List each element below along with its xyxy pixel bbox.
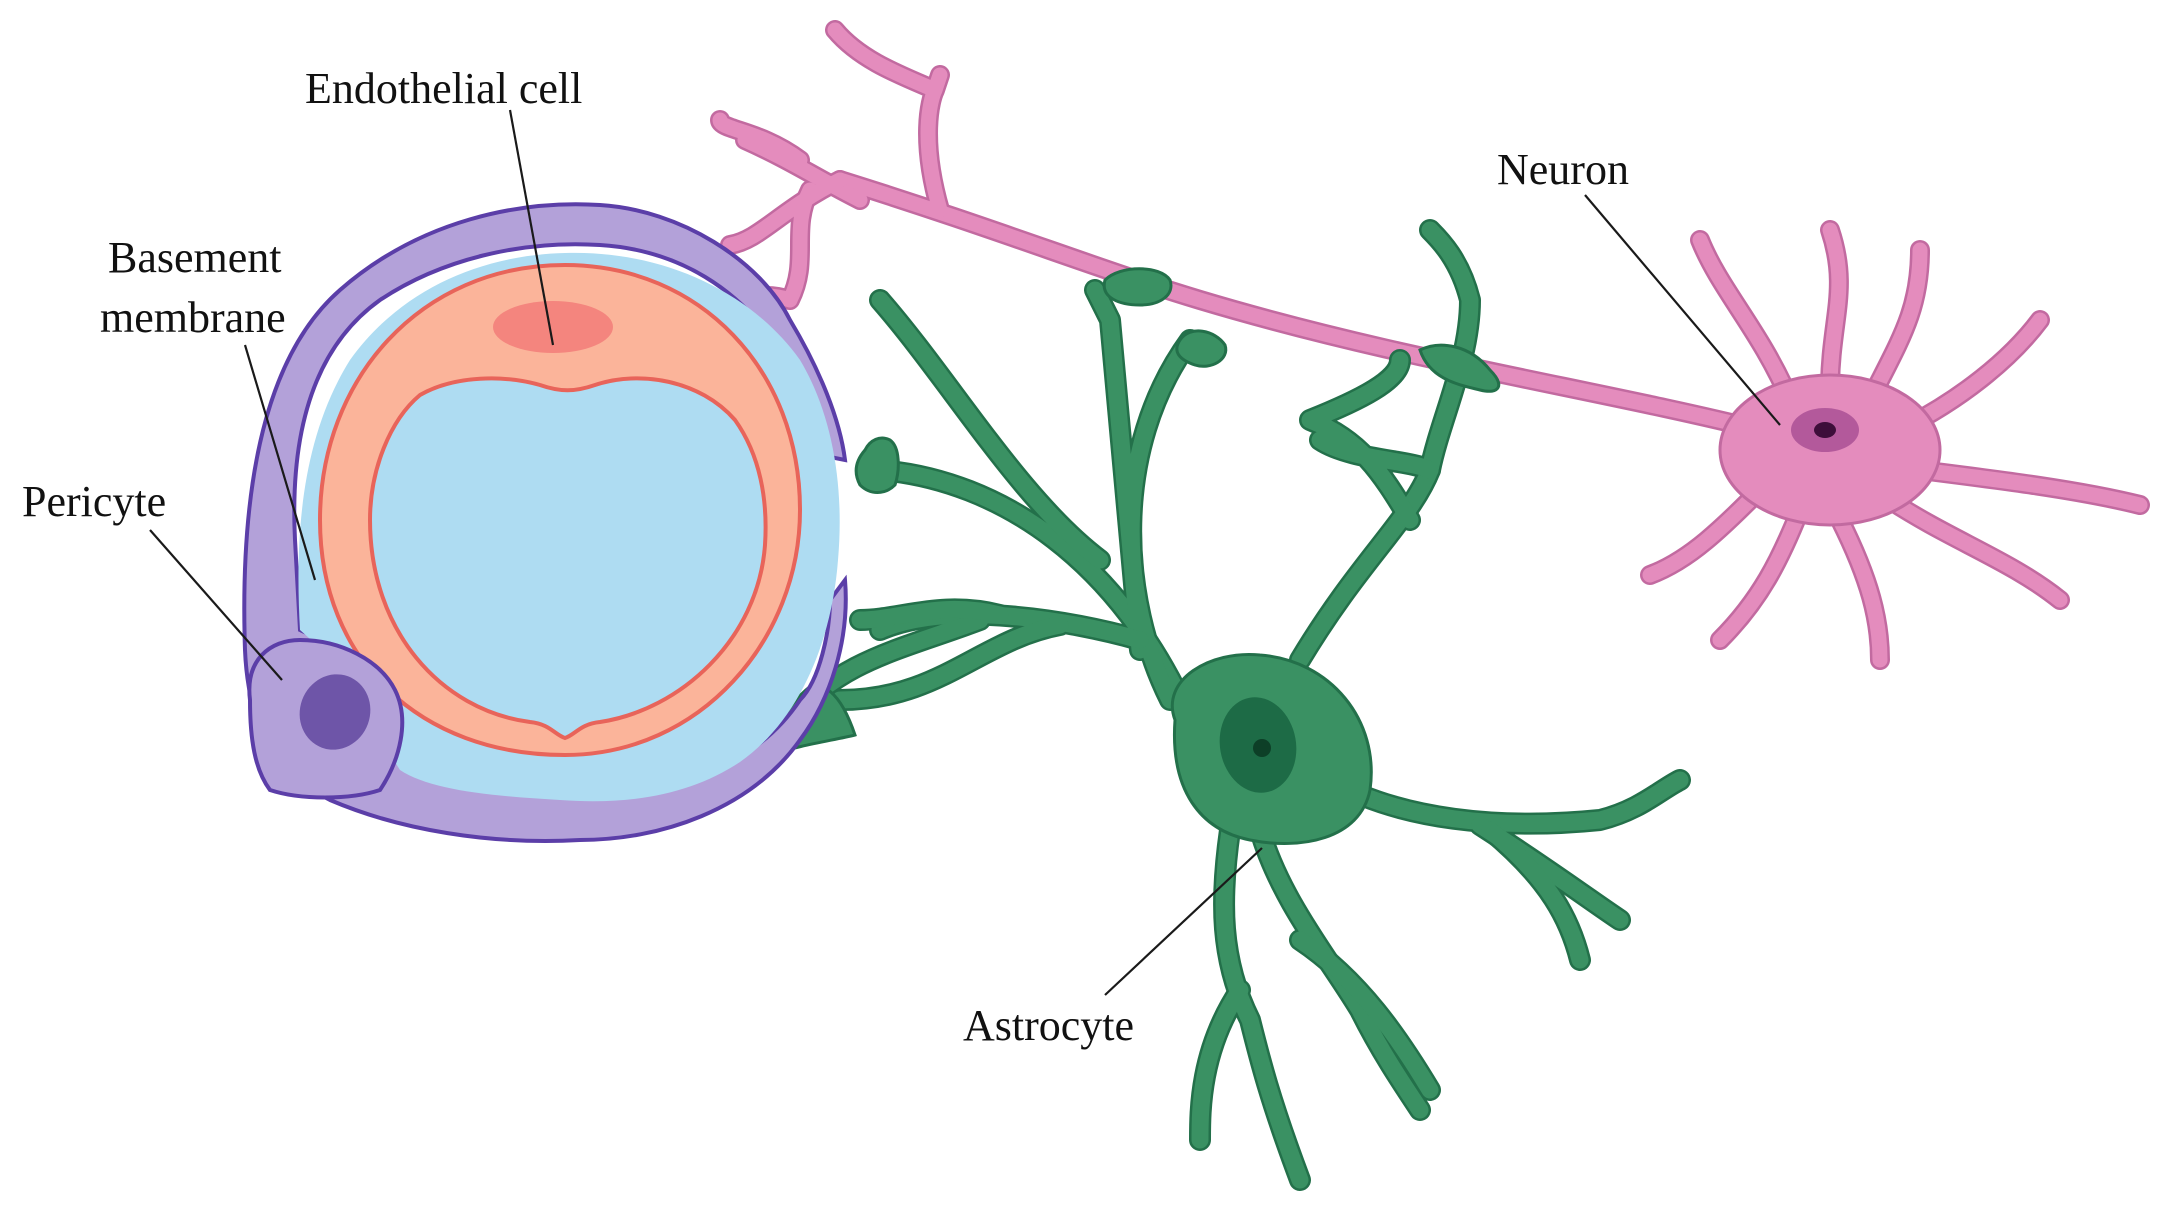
leader-pericyte	[149, 529, 283, 681]
label-neuron: Neuron	[1497, 145, 1629, 194]
neuron-cell	[710, 20, 2150, 670]
astrocyte-cell	[766, 219, 1691, 1191]
neuron-nucleolus	[1814, 422, 1836, 438]
leader-lines	[149, 109, 1781, 996]
leader-basement-membrane	[243, 344, 317, 581]
label-basement-membrane-line2: membrane	[100, 293, 286, 342]
leader-endothelial-cell	[508, 109, 555, 346]
astrocyte-nucleolus	[1253, 739, 1271, 757]
label-pericyte: Pericyte	[22, 477, 166, 526]
label-astrocyte: Astrocyte	[963, 1001, 1134, 1050]
labels: Endothelial cell Basement membrane Peric…	[22, 64, 1629, 1050]
endothelial-cell-layer	[317, 262, 803, 758]
label-basement-membrane-line1: Basement	[108, 233, 282, 282]
blood-vessel-cross-section	[242, 202, 848, 843]
leader-astrocyte	[1104, 847, 1263, 996]
pericyte-nucleus	[299, 674, 371, 750]
leader-neuron	[1584, 194, 1781, 426]
label-endothelial-cell: Endothelial cell	[305, 64, 582, 113]
endothelial-nucleus	[493, 301, 613, 353]
